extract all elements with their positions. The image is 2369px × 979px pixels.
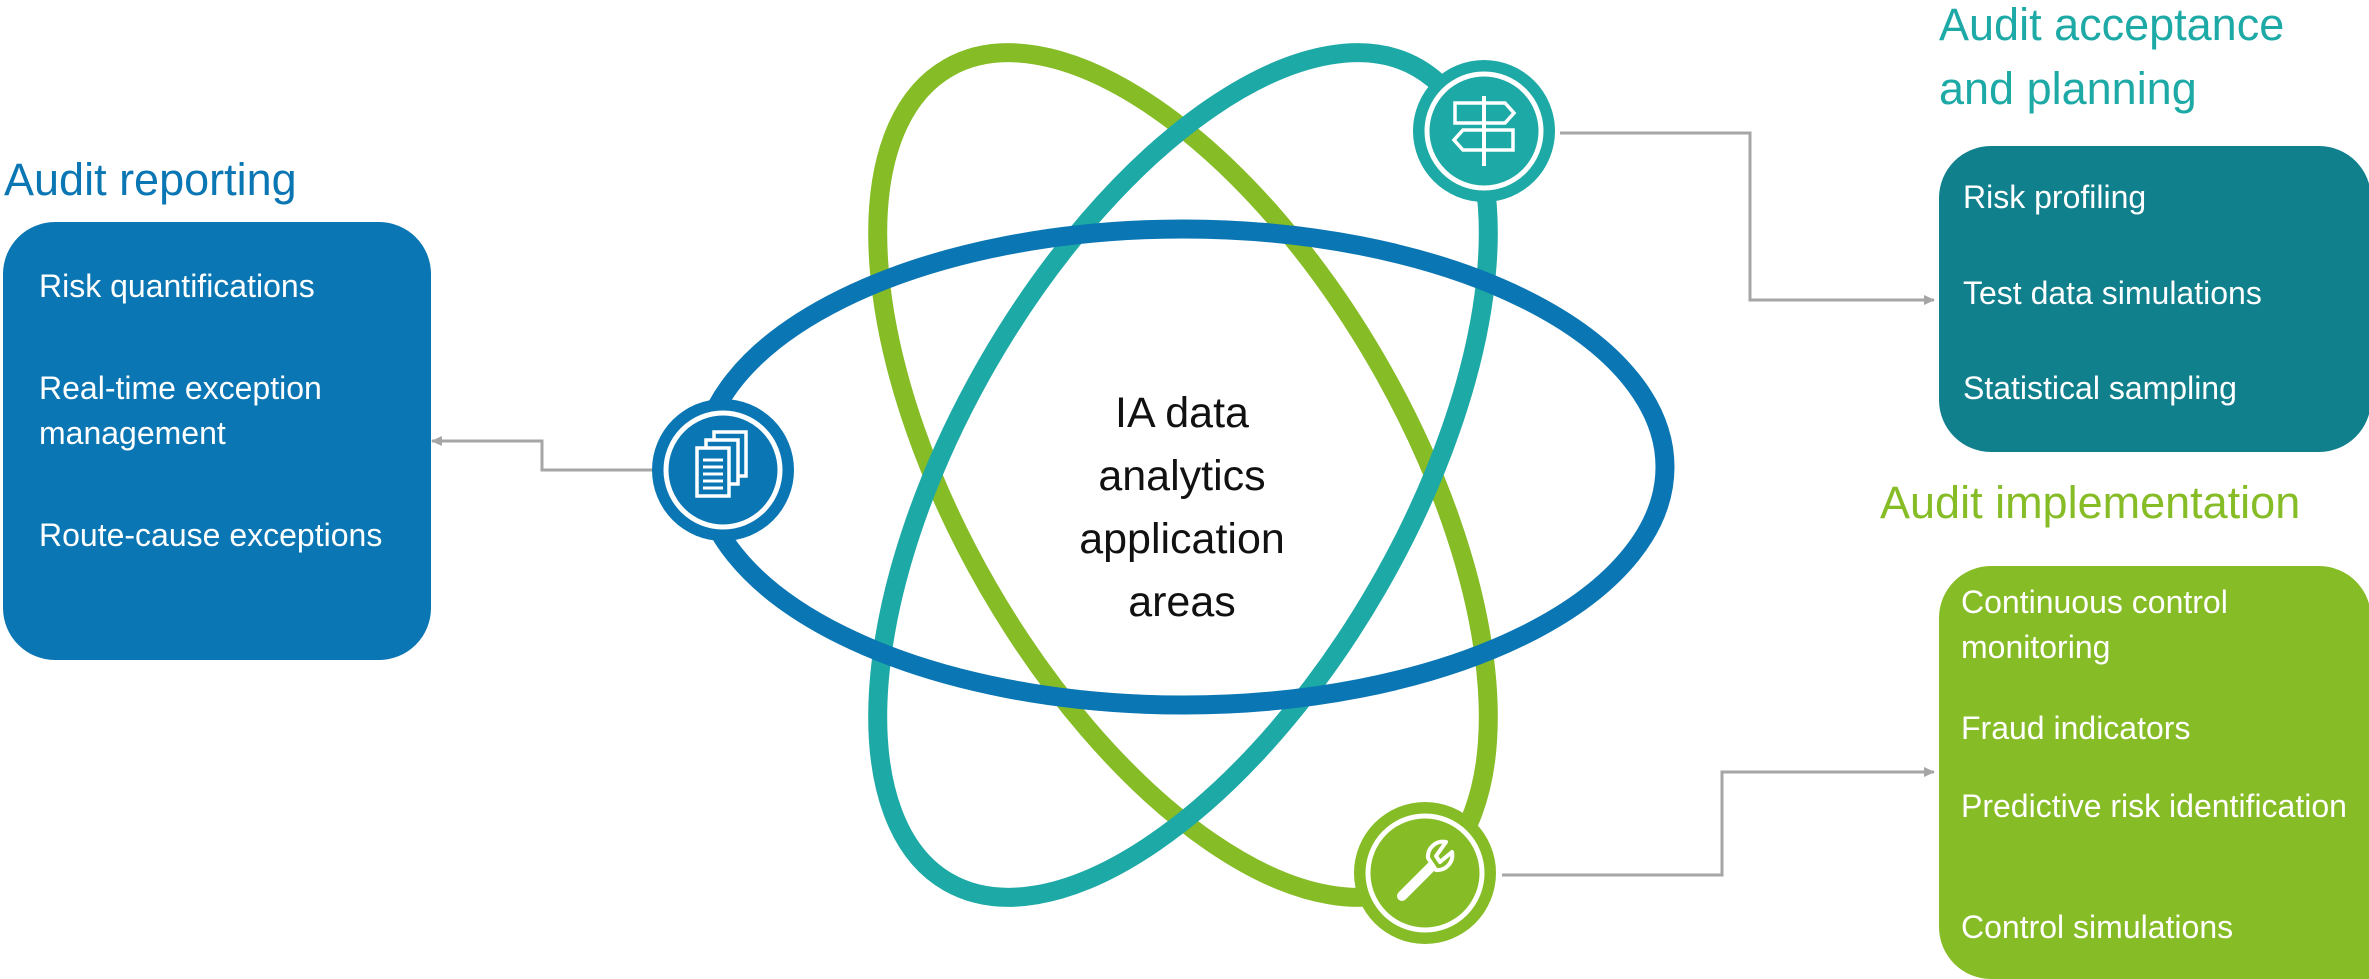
heading-line: and planning — [1939, 63, 2197, 114]
list-item: Control simulations — [1961, 909, 2234, 945]
center-label-line: analytics — [1098, 452, 1266, 500]
list-item: Risk profiling — [1963, 179, 2147, 215]
center-label-line: IA data — [1115, 389, 1249, 437]
orbit-teal — [868, 43, 1498, 907]
heading-audit-implementation: Audit implementation — [1880, 477, 2301, 528]
list-item: Test data simulations — [1963, 275, 2262, 311]
connector-reporting — [431, 436, 652, 472]
connector-implementation — [1502, 767, 1935, 877]
box-audit-reporting: Risk quantifications Real-time exception… — [3, 222, 431, 660]
list-item: Route-cause exceptions — [39, 517, 383, 553]
center-label-line: application — [1079, 515, 1285, 563]
list-item: Fraud indicators — [1961, 710, 2191, 746]
box-audit-acceptance: Risk profiling Test data simulations Sta… — [1939, 146, 2369, 452]
list-item: Real-time exception management — [39, 370, 322, 451]
box-audit-implementation: Continuous control monitoring Fraud indi… — [1939, 566, 2369, 979]
center-label: IA data analytics application areas — [1032, 382, 1332, 634]
signpost-icon[interactable] — [1413, 60, 1555, 202]
wrench-icon[interactable] — [1354, 802, 1496, 944]
list-item: Risk quantifications — [39, 268, 315, 304]
list-item: Continuous control monitoring — [1961, 584, 2228, 665]
heading-audit-reporting: Audit reporting — [4, 154, 297, 205]
heading-audit-acceptance: Audit acceptance and planning — [1939, 0, 2284, 121]
center-label-line: areas — [1128, 578, 1236, 626]
connector-acceptance — [1560, 131, 1935, 305]
list-item: Statistical sampling — [1963, 370, 2237, 406]
heading-line: Audit acceptance — [1939, 0, 2285, 50]
list-item: Predictive risk identification — [1961, 788, 2347, 824]
documents-icon[interactable] — [652, 399, 794, 541]
